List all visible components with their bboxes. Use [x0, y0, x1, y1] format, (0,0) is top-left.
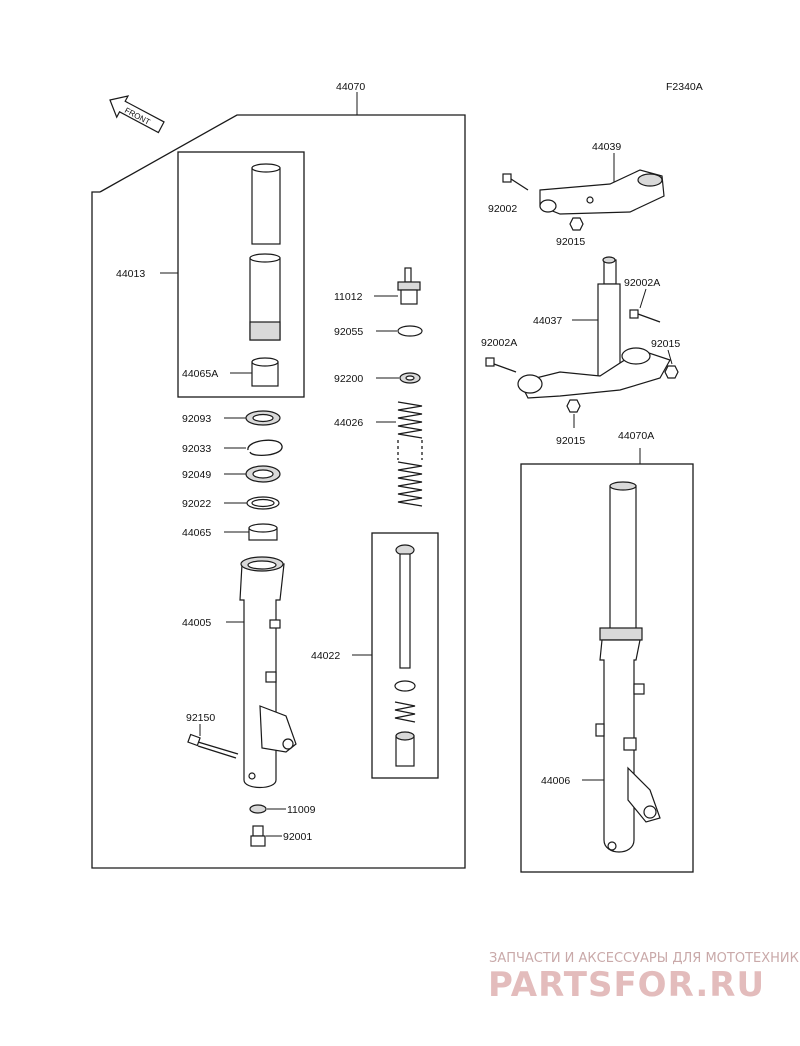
label-92002A-left: 92002A: [481, 337, 517, 349]
label-44065A: 44065A: [182, 368, 218, 380]
leader-92002A-right: [639, 288, 647, 309]
label-92033: 92033: [182, 443, 211, 455]
outer-tube-44005-part: [239, 556, 297, 789]
damper-rod-part: [394, 544, 416, 767]
label-92022: 92022: [182, 498, 211, 510]
nut-92015-bottom-part: [566, 399, 581, 413]
label-44070: 44070: [336, 81, 365, 93]
label-92002: 92002: [488, 203, 517, 215]
label-44022: 44022: [311, 650, 340, 662]
bolt-92150-part: [187, 733, 239, 759]
bolt-92002-part: [502, 173, 529, 191]
label-92055: 92055: [334, 326, 363, 338]
label-44039: 44039: [592, 141, 621, 153]
label-92001: 92001: [283, 831, 312, 843]
assembly-outline-44070: [91, 114, 466, 869]
label-44065: 44065: [182, 527, 211, 539]
label-92015-top: 92015: [556, 236, 585, 248]
label-44006: 44006: [541, 775, 570, 787]
bolt-92001-part: [250, 825, 266, 847]
inner-tube-part: [249, 163, 281, 341]
nut-92015-right-part: [664, 365, 679, 379]
bolt-92002A-right-part: [629, 309, 661, 323]
steering-stem-44037-part: [517, 256, 671, 399]
figure-code: F2340A: [666, 81, 703, 93]
fork-assembly-44006-part: [595, 481, 661, 853]
label-11012: 11012: [334, 291, 363, 303]
label-92150: 92150: [186, 712, 215, 724]
bolt-92002A-left-part: [485, 357, 517, 373]
front-arrow-icon: FRONT: [109, 95, 165, 134]
label-92049: 92049: [182, 469, 211, 481]
cap-bolt-11012-part: [397, 267, 421, 305]
upper-bracket-44039-part: [539, 169, 665, 215]
watermark-brand: PARTSFOR.RU: [488, 965, 765, 1005]
label-92015-right: 92015: [651, 338, 680, 350]
label-44005: 44005: [182, 617, 211, 629]
spring-44026-part: [397, 401, 423, 507]
label-92200: 92200: [334, 373, 363, 385]
bushing-44065-part: [248, 523, 278, 541]
label-92015-bottom: 92015: [556, 435, 585, 447]
label-92002A-right: 92002A: [624, 277, 660, 289]
gasket-11009-part: [249, 804, 267, 814]
label-44037: 44037: [533, 315, 562, 327]
assembly-outline-44070A: [520, 463, 694, 873]
watermark-caption: ЗАПЧАСТИ И АКСЕССУАРЫ ДЛЯ МОТОТЕХНИКИ: [489, 951, 800, 966]
label-44070A: 44070A: [618, 430, 654, 442]
o-ring-92055-part: [397, 325, 423, 337]
label-11009: 11009: [287, 804, 316, 816]
inner-box-44013: [177, 151, 305, 398]
label-44026: 44026: [334, 417, 363, 429]
label-44013: 44013: [116, 268, 145, 280]
leader-92015-right: [667, 349, 673, 365]
label-92093: 92093: [182, 413, 211, 425]
circlip-92033-part: [247, 439, 283, 457]
nut-92015-top-part: [569, 217, 584, 231]
bushing-44065A-part: [251, 357, 279, 387]
